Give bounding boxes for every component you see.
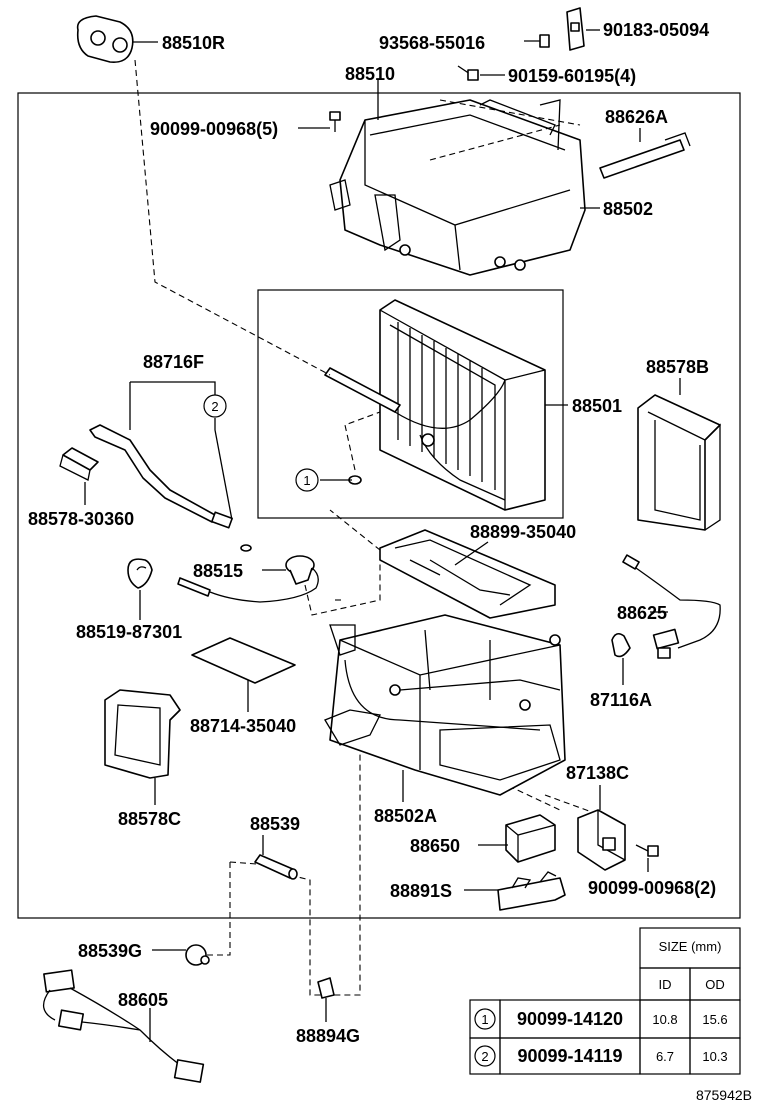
label-88578-30360: 88578-30360 bbox=[28, 509, 134, 529]
screw-90159-part bbox=[457, 65, 479, 81]
reference-dashed-lines bbox=[134, 59, 601, 996]
label-88502: 88502 bbox=[603, 199, 653, 219]
table-row-od: 10.3 bbox=[702, 1049, 727, 1064]
band-88626a-part bbox=[599, 132, 691, 179]
label-93568-55016: 93568-55016 bbox=[379, 33, 485, 53]
label-88539g: 88539G bbox=[78, 941, 142, 961]
insulator-88578-30360-part bbox=[59, 447, 99, 505]
label-88650: 88650 bbox=[410, 836, 460, 856]
diagram-code: 875942B bbox=[696, 1087, 752, 1103]
table-row-id: 10.8 bbox=[652, 1012, 677, 1027]
wire-88605-part bbox=[43, 969, 205, 1083]
label-88501: 88501 bbox=[572, 396, 622, 416]
upper-case-88502-part bbox=[329, 99, 586, 276]
label-88519-87301: 88519-87301 bbox=[76, 622, 182, 642]
nut-90183-part bbox=[566, 7, 585, 51]
clip-87116a-part bbox=[611, 632, 631, 658]
label-88510r: 88510R bbox=[162, 33, 225, 53]
label-88539: 88539 bbox=[250, 814, 300, 834]
tube-88716f-part bbox=[89, 381, 233, 529]
resistor-88650-part bbox=[505, 814, 556, 863]
label-88891s: 88891S bbox=[390, 881, 452, 901]
label-90159-60195: 90159-60195(4) bbox=[508, 66, 636, 86]
table-row-ref: 2 bbox=[481, 1049, 488, 1064]
label-88510: 88510 bbox=[345, 64, 395, 84]
callout-2: 2 bbox=[203, 394, 227, 418]
part-labels: 88510R 93568-55016 90183-05094 88510 901… bbox=[28, 20, 716, 1046]
label-87116a: 87116A bbox=[590, 690, 652, 710]
evaporator-frame bbox=[257, 289, 564, 519]
table-row-id: 6.7 bbox=[656, 1049, 674, 1064]
table-row-part: 90099-14119 bbox=[517, 1046, 622, 1066]
table-row-ref: 1 bbox=[481, 1012, 488, 1027]
label-90099-00968-5: 90099-00968(5) bbox=[150, 119, 278, 139]
label-87138c: 87138C bbox=[566, 763, 629, 783]
label-88502a: 88502A bbox=[374, 806, 437, 826]
size-table-header: SIZE (mm) bbox=[659, 939, 722, 954]
size-table-col-od: OD bbox=[705, 977, 725, 992]
table-row-part: 90099-14120 bbox=[517, 1009, 623, 1029]
label-88578c: 88578C bbox=[118, 809, 181, 829]
label-88605: 88605 bbox=[118, 990, 168, 1010]
size-table: SIZE (mm) ID OD 1 90099-14120 10.8 15.6 … bbox=[469, 927, 741, 1075]
lower-case-88502a-part bbox=[324, 614, 566, 796]
label-88716f: 88716F bbox=[143, 352, 204, 372]
thermistor-88515-part bbox=[177, 555, 319, 603]
label-88894g: 88894G bbox=[296, 1026, 360, 1046]
grommet-88539g-part bbox=[185, 944, 210, 966]
table-row-od: 15.6 bbox=[702, 1012, 727, 1027]
callout-1-text: 1 bbox=[303, 473, 310, 488]
evaporator-88501-part bbox=[324, 299, 546, 511]
label-88714-35040: 88714-35040 bbox=[190, 716, 296, 736]
servo-87138c-part bbox=[577, 785, 626, 871]
label-88626a: 88626A bbox=[605, 107, 668, 127]
callout-1: 1 bbox=[295, 468, 319, 492]
grommet-88510r-part bbox=[76, 15, 134, 64]
clip-88519-87301-part bbox=[127, 558, 153, 589]
seal-frame-88578c-part bbox=[104, 689, 181, 779]
sensor-88539-part bbox=[254, 835, 298, 880]
label-88515: 88515 bbox=[193, 561, 243, 581]
assembly-frame bbox=[17, 92, 741, 919]
damper-88899-35040-part bbox=[379, 529, 556, 619]
label-90099-00968-2: 90099-00968(2) bbox=[588, 878, 716, 898]
callout-2-text: 2 bbox=[211, 399, 218, 414]
o-ring-2-part bbox=[240, 544, 252, 552]
label-90183-05094: 90183-05094 bbox=[603, 20, 709, 40]
screw-93568-part bbox=[524, 34, 550, 48]
seal-frame-88578b-part bbox=[637, 394, 721, 531]
size-table-col-id: ID bbox=[659, 977, 672, 992]
label-88578b: 88578B bbox=[646, 357, 709, 377]
leader-lines bbox=[132, 29, 681, 1022]
bracket-88891s-part bbox=[497, 871, 566, 911]
pad-88714-35040-part bbox=[191, 637, 296, 684]
screw-90099-upper-part bbox=[329, 111, 341, 132]
clamp-88894g-part bbox=[317, 977, 335, 1012]
label-88899-35040: 88899-35040 bbox=[470, 522, 576, 542]
harness-88625-part bbox=[622, 554, 721, 659]
screw-90099-lower-part bbox=[635, 844, 659, 872]
label-88625: 88625 bbox=[617, 603, 667, 623]
